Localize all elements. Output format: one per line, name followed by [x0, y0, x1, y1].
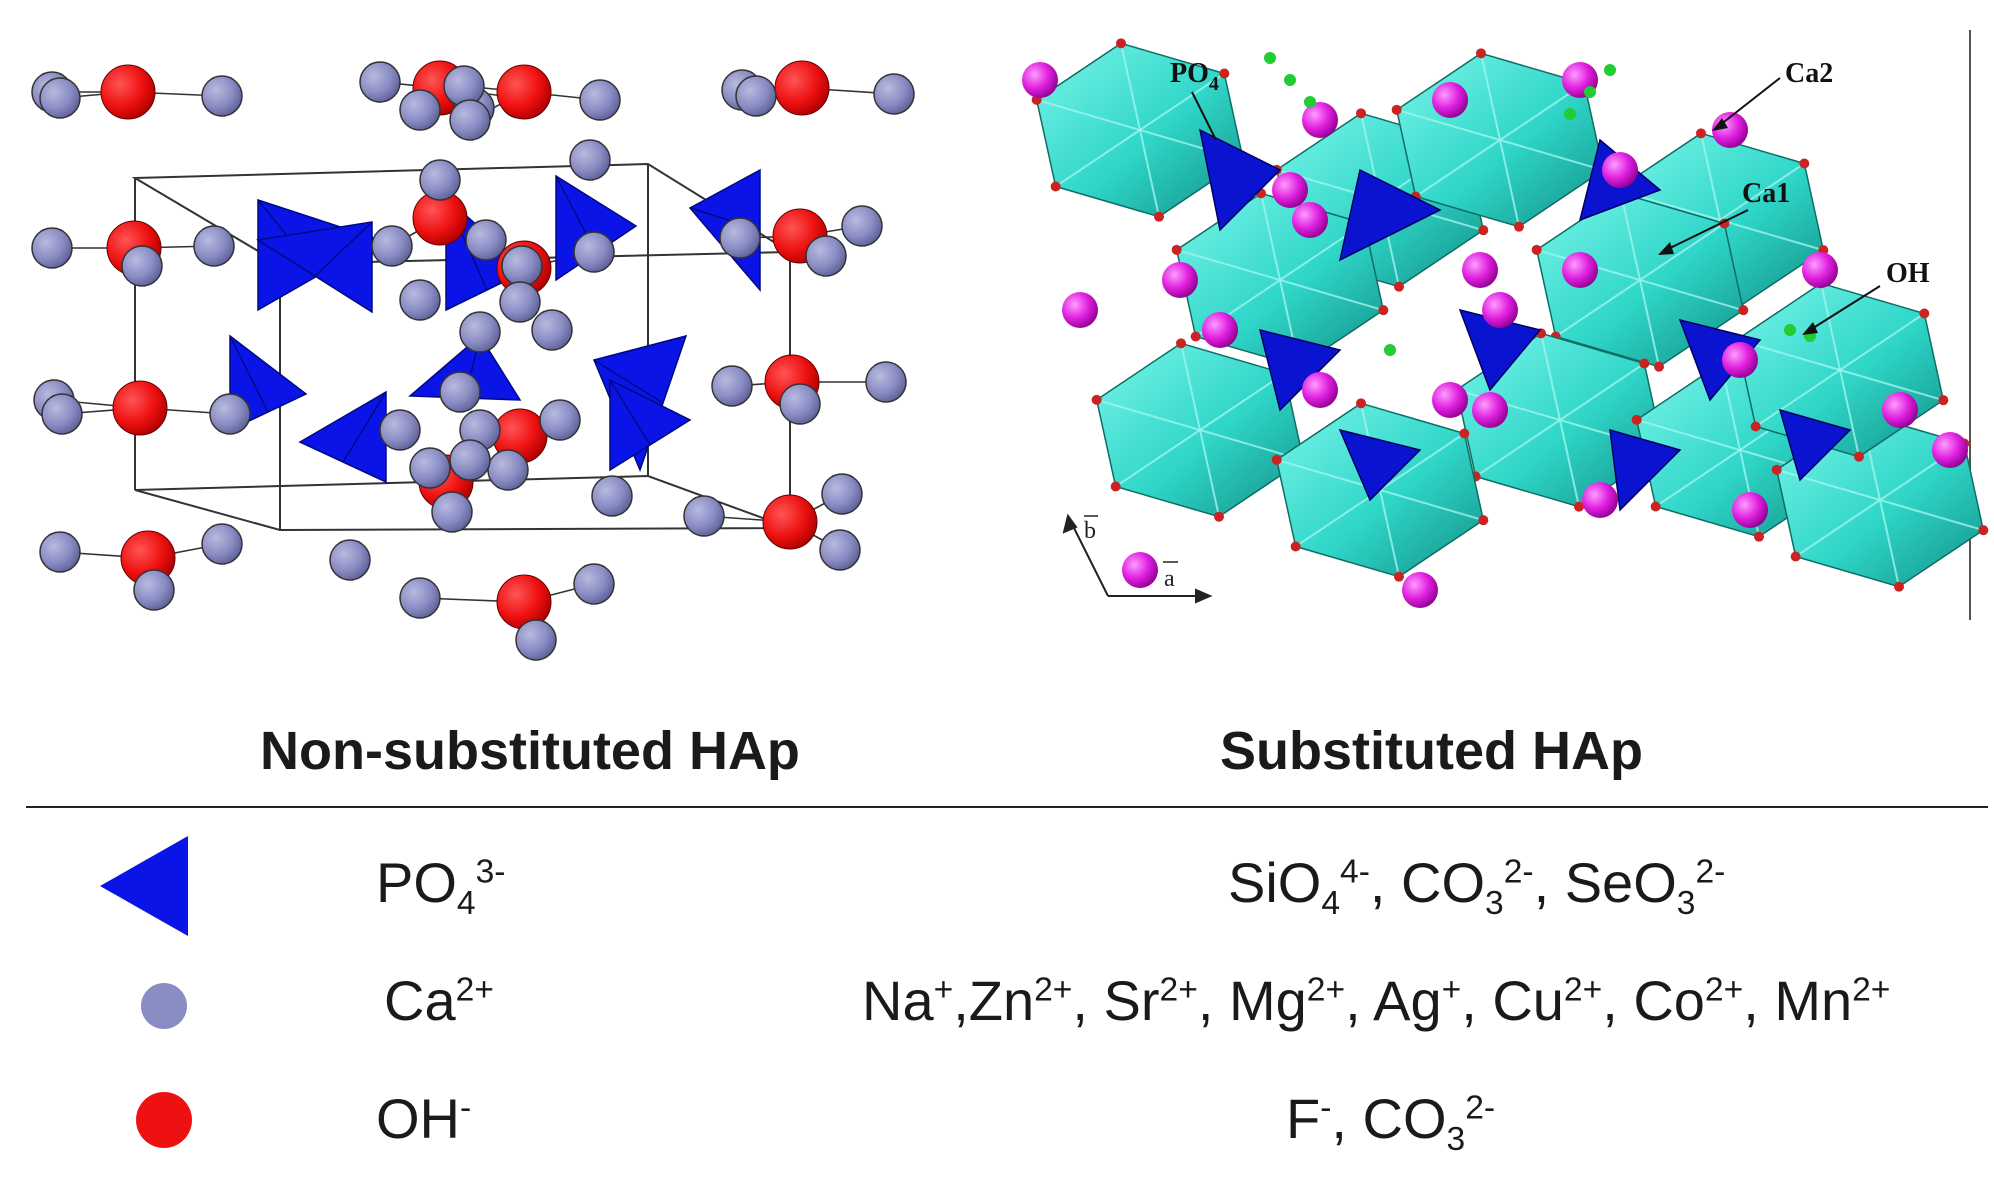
axis-b-label: b	[1084, 518, 1096, 544]
divider-line	[26, 806, 1988, 808]
axis-a-label: a	[1164, 566, 1175, 592]
unit-cell-diagram	[31, 60, 915, 661]
ion-label: Ca2+	[384, 969, 494, 1032]
oh-label: OH	[1886, 258, 1930, 289]
legend-row-calcium: Ca2+ Na+,Zn2+, Sr2+, Mg2+, Ag+, Cu2+, Co…	[0, 950, 1994, 1060]
substitutes-label: SiO44-, CO32-, SeO32-	[1228, 851, 1726, 923]
axis-indicator: b a	[1062, 513, 1213, 604]
gray-sphere-icon	[141, 983, 187, 1029]
phosphate-tetrahedra	[229, 168, 761, 484]
po4-label: PO4	[1170, 58, 1219, 95]
substitutes-label: F-, CO32-	[1286, 1087, 1496, 1159]
ca1-label: Ca1	[1742, 178, 1790, 209]
substitutes-label: Na+,Zn2+, Sr2+, Mg2+, Ag+, Cu2+, Co2+, M…	[862, 969, 1891, 1032]
atoms	[31, 60, 915, 661]
legend-row-hydroxyl: OH- F-, CO32-	[0, 1064, 1994, 1174]
ca-sites	[1022, 52, 1968, 608]
red-sphere-icon	[136, 1092, 192, 1148]
ca2-label: Ca2	[1785, 58, 1833, 89]
header-substituted: Substituted HAp	[1220, 721, 1643, 781]
header-non-substituted: Non-substituted HAp	[260, 721, 800, 781]
legend-row-phosphate: PO43- SiO44-, CO32-, SeO32-	[0, 832, 1994, 942]
ion-label: OH-	[376, 1087, 472, 1150]
structure-annotations: PO4 Ca2 Ca1 OH	[1170, 58, 1930, 335]
polyhedra	[1031, 38, 1989, 592]
substituted-structure: PO4 Ca2 Ca1 OH b a	[1020, 30, 1994, 650]
polyhedra-diagram: PO4 Ca2 Ca1 OH b a	[1022, 30, 1989, 620]
blue-triangle-icon	[100, 836, 188, 936]
ion-label: PO43-	[376, 851, 506, 923]
non-substituted-structure	[0, 0, 940, 680]
